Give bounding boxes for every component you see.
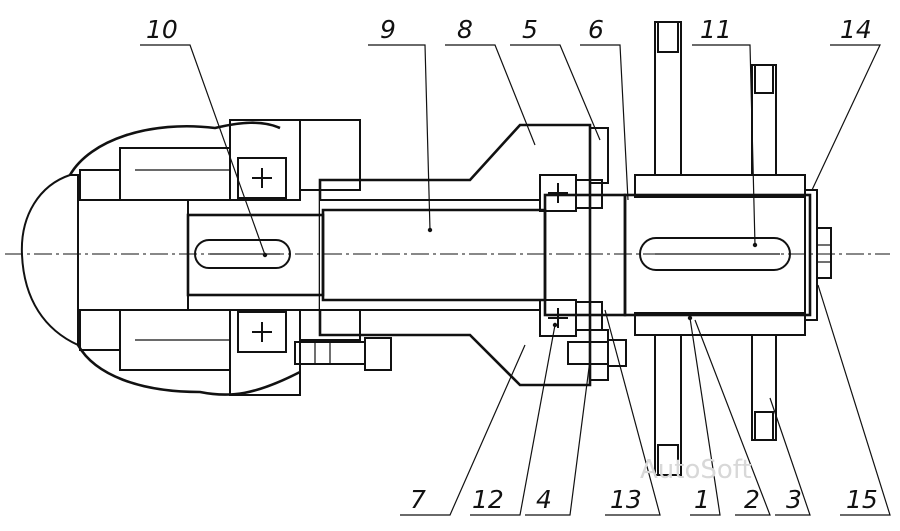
label-2: 2	[744, 485, 760, 514]
right-bearing	[539, 174, 603, 337]
label-6: 6	[588, 15, 604, 44]
watermark: AutoSoft	[640, 455, 752, 485]
housing-left	[20, 119, 361, 396]
label-3: 3	[786, 485, 802, 514]
left-bearing	[237, 157, 287, 353]
large-sprocket	[654, 21, 682, 476]
label-8: 8	[457, 15, 473, 44]
label-9: 9	[380, 15, 396, 44]
label-15: 15	[846, 485, 878, 514]
label-13: 13	[610, 485, 642, 514]
small-sprocket	[751, 64, 777, 441]
leader-lines	[140, 44, 891, 516]
label-5: 5	[522, 15, 538, 44]
label-11: 11	[700, 15, 732, 44]
label-14: 14	[840, 15, 872, 44]
label-12: 12	[472, 485, 504, 514]
bushing	[318, 123, 592, 387]
label-7: 7	[410, 485, 426, 514]
sprocket-hub	[634, 174, 806, 336]
label-10: 10	[146, 15, 178, 44]
label-4: 4	[536, 485, 552, 514]
label-1: 1	[694, 485, 710, 514]
end-washer-bolt	[804, 189, 832, 321]
fastening-bolts	[294, 337, 627, 371]
